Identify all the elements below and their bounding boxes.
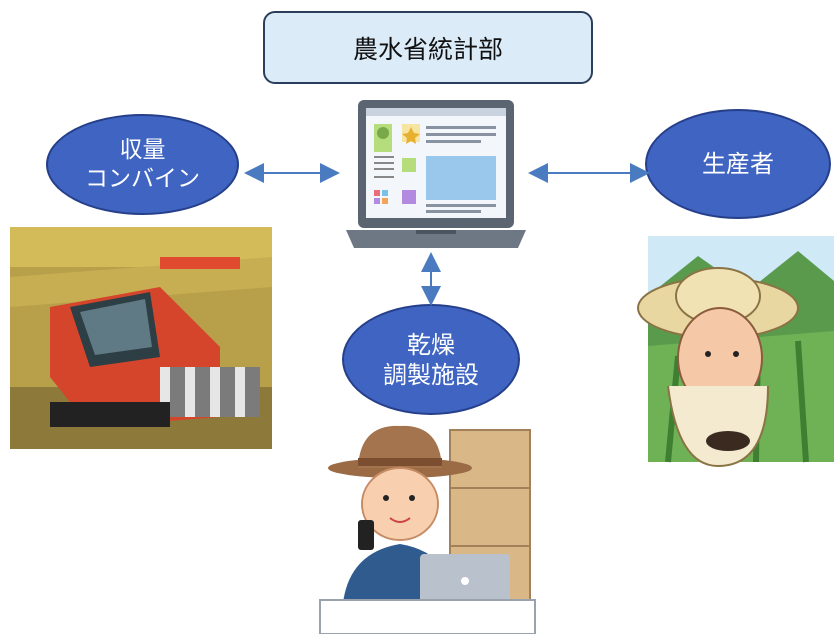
agency-box: 農水省統計部 [263,11,593,84]
farmer-elder-image [637,236,834,468]
drying-node-line2: 調製施設 [383,360,479,389]
drying-facility-node: 乾燥 調製施設 [342,304,520,415]
agency-label: 農水省統計部 [352,34,503,64]
farmer-worker-image [319,425,536,634]
drying-node-line1: 乾燥 [407,330,455,359]
producer-node-label: 生産者 [702,150,774,178]
combine-node-line2: コンバイン [85,165,200,192]
combine-node: 収量 コンバイン [46,114,239,215]
combine-harvester-image [10,227,272,449]
laptop-icon [346,100,526,248]
combine-node-line1: 収量 [119,136,166,163]
